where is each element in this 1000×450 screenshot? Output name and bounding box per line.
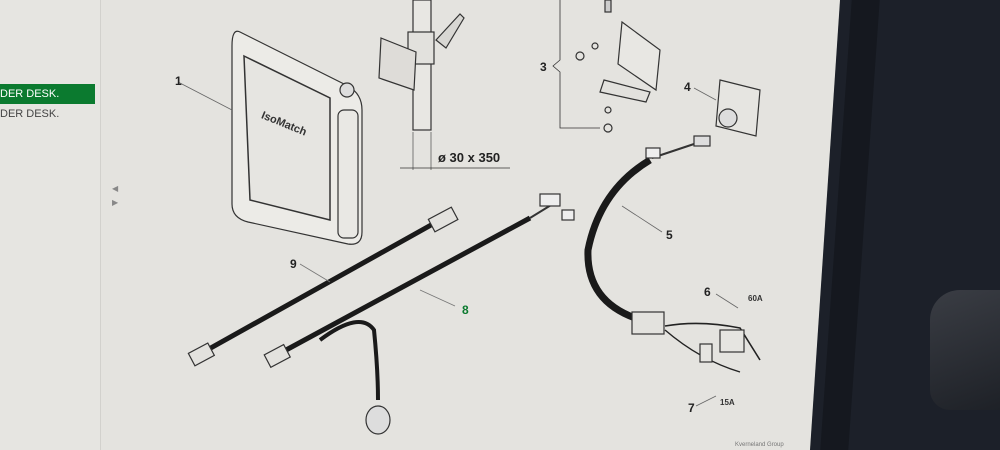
panel-toggle[interactable]: ◀ ▶: [112, 182, 118, 210]
callout-8[interactable]: 8: [462, 303, 469, 317]
mount-pole: [378, 0, 510, 170]
callout-3[interactable]: 3: [540, 60, 547, 74]
fuse-15a-label: 15A: [720, 398, 735, 407]
footer-copyright: Kverneland Group: [735, 442, 784, 448]
socket-illustration: [693, 79, 761, 137]
monitor-screen: DER DESK. DER DESK. ◀ ▶: [0, 0, 840, 450]
sidebar: DER DESK. DER DESK.: [0, 0, 101, 450]
callout-5[interactable]: 5: [666, 228, 673, 242]
callout-4[interactable]: 4: [684, 80, 691, 94]
callout-9[interactable]: 9: [290, 257, 297, 271]
chevron-right-icon[interactable]: ▶: [112, 198, 119, 207]
bracket-kit: [552, 0, 661, 133]
exploded-view-drawing: [177, 0, 761, 435]
sidebar-list: DER DESK. DER DESK.: [0, 84, 95, 124]
callout-7[interactable]: 7: [688, 401, 695, 415]
background-object: [930, 290, 1000, 410]
callout-6[interactable]: 6: [704, 285, 711, 299]
terminal-illustration: [177, 30, 363, 245]
chevron-left-icon[interactable]: ◀: [112, 184, 119, 193]
sidebar-item-active[interactable]: DER DESK.: [0, 84, 95, 104]
fuse-60a-label: 60A: [748, 294, 763, 303]
sidebar-item[interactable]: DER DESK.: [0, 108, 60, 120]
pole-dimension: ø 30 x 350: [438, 150, 501, 165]
parts-diagram: 1 3 4 5 6 7 8 9 IsoMatch ø 30 x 350 60A …: [120, 0, 840, 450]
callout-1[interactable]: 1: [175, 74, 182, 88]
